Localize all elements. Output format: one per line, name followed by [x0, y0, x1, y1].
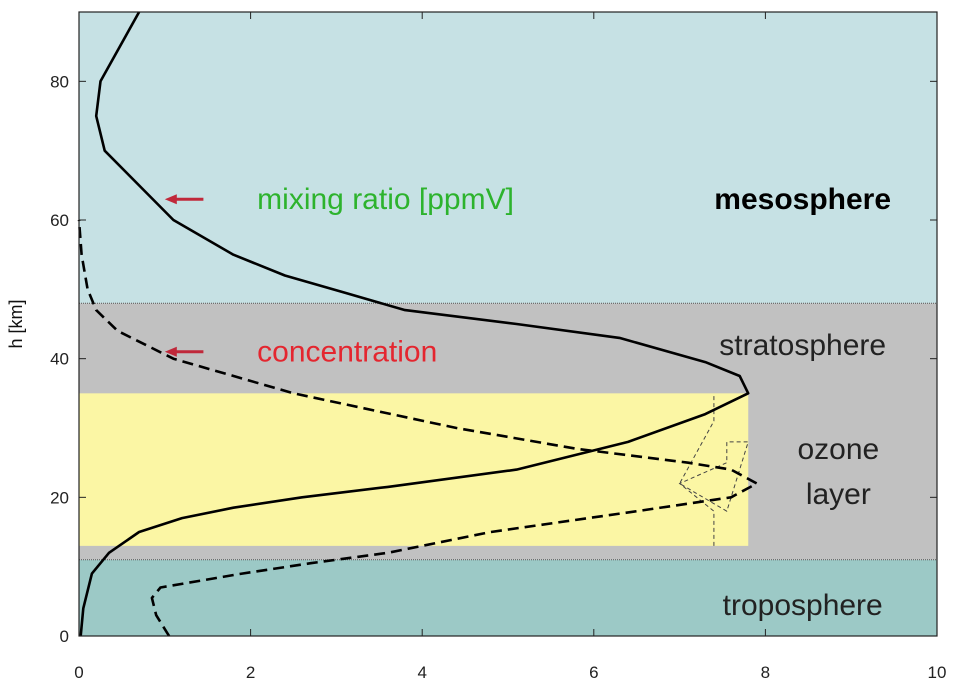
plot-frame: [78, 11, 938, 637]
y-tick-label: 0: [60, 627, 69, 646]
y-tick-label: 40: [50, 350, 69, 369]
ozone-layer-label-line2: layer: [806, 478, 871, 511]
legend-concentration: concentration: [257, 336, 437, 369]
y-tick-label: 60: [50, 211, 69, 230]
stratosphere-label: stratosphere: [719, 329, 886, 362]
y-tick-label: 20: [50, 488, 69, 507]
y-tick-label: 80: [50, 72, 69, 91]
x-tick-label: 4: [417, 663, 426, 682]
x-tick-label: 0: [74, 663, 83, 682]
x-tick-label: 8: [761, 663, 770, 682]
ozone-profile-outline: [678, 393, 749, 546]
legend-arrow-head: [164, 346, 177, 357]
mesosphere-label: mesosphere: [714, 183, 891, 216]
axes: 0 2 4 6 8 10 0 20 40 60 80: [50, 11, 947, 682]
legend-arrow-head: [164, 194, 177, 205]
y-axis-label: h [km]: [6, 299, 26, 348]
x-tick-label: 10: [928, 663, 947, 682]
x-tick-label: 2: [246, 663, 255, 682]
legend-mixing-ratio: mixing ratio [ppmV]: [257, 183, 514, 216]
region-labels: mesosphere stratosphere troposphere ozone la…: [714, 183, 891, 622]
x-tick-label: 6: [589, 663, 598, 682]
ozone-layer-label-line1: ozone: [797, 433, 879, 466]
mesosphere-region: [79, 12, 937, 304]
troposphere-region: [79, 559, 937, 636]
data-series: [77, 11, 759, 637]
layer-boundaries: [79, 302, 937, 561]
troposphere-label: troposphere: [723, 589, 883, 622]
mixing-ratio-line: [79, 11, 750, 637]
ozone-layer-region: [79, 393, 749, 546]
legend: mixing ratio [ppmV] concentration: [164, 183, 514, 369]
